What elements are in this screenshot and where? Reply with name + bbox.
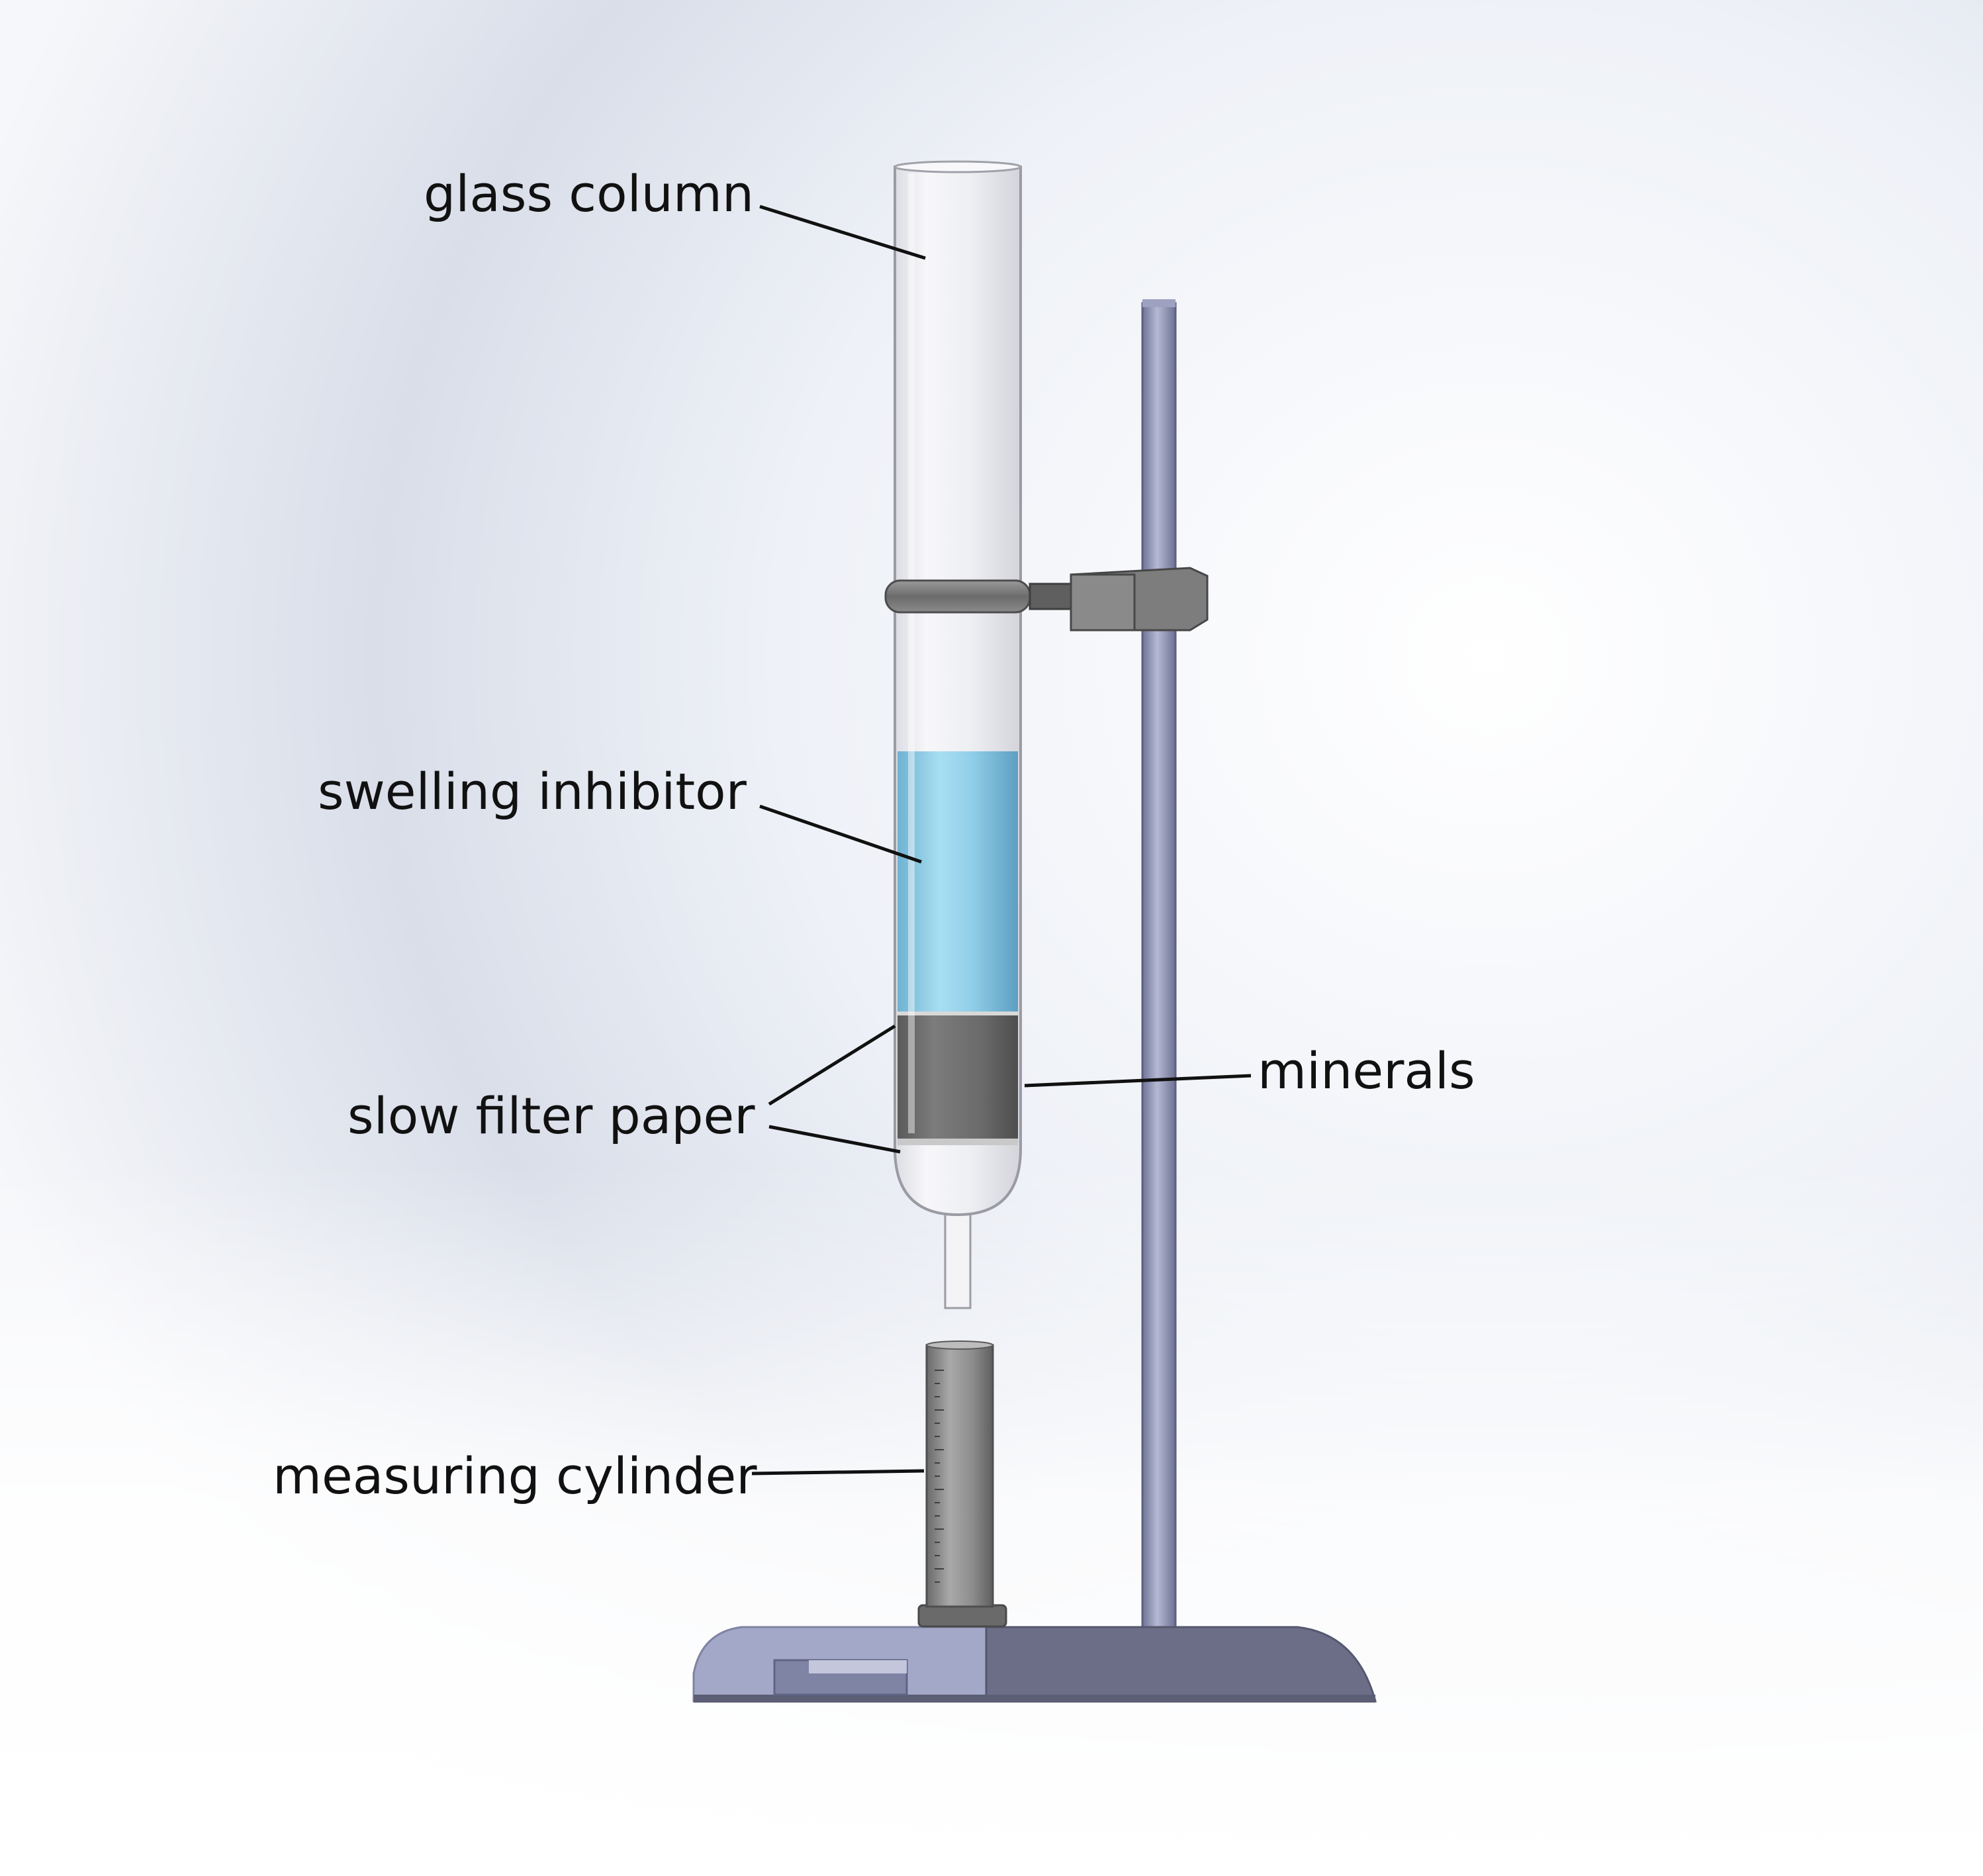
- label-glass-column: glass column: [424, 164, 755, 223]
- filter-paper-top: [898, 1011, 1018, 1015]
- label-swelling-inhibitor: swelling inhibitor: [318, 762, 747, 821]
- leader-lines: [751, 205, 1252, 1476]
- filter-paper-bottom: [898, 1139, 1018, 1145]
- support-rod: [1141, 299, 1177, 1628]
- leader-swelling-inhibitor: [759, 804, 922, 864]
- leader-filter-paper-top: [768, 1024, 896, 1106]
- leader-filter-paper-bottom: [768, 1125, 901, 1154]
- clamp-ring: [884, 579, 1031, 614]
- measuring-cylinder: [917, 1340, 1007, 1628]
- cylinder-graduations: [935, 1370, 944, 1583]
- clamp: [1029, 567, 1209, 632]
- stand-base: [692, 1626, 1377, 1703]
- label-slow-filter-paper: slow filter paper: [347, 1086, 755, 1145]
- swelling-inhibitor-layer: [898, 751, 1018, 1014]
- label-measuring-cylinder: measuring cylinder: [273, 1446, 757, 1505]
- minerals-layer: [898, 1014, 1018, 1141]
- leader-glass-column: [759, 205, 926, 260]
- leader-measuring-cylinder: [751, 1469, 925, 1476]
- glass-column: [884, 160, 1031, 1309]
- label-minerals: minerals: [1258, 1041, 1475, 1100]
- leader-minerals: [1024, 1074, 1252, 1088]
